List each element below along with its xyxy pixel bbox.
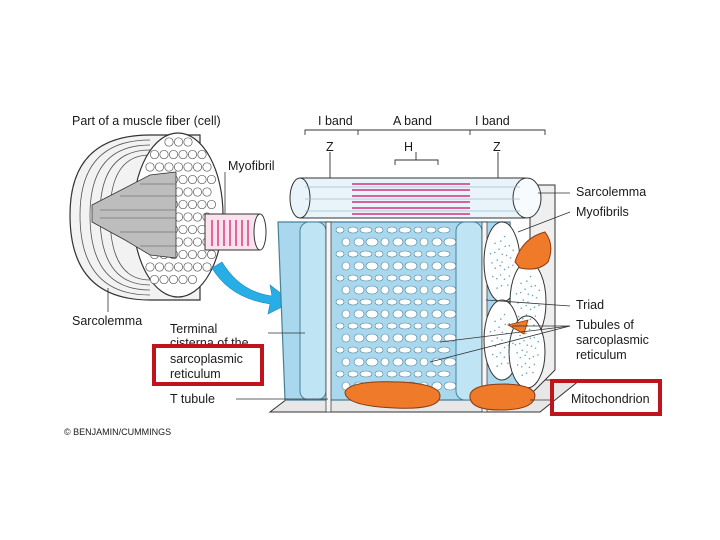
i-band-left-label: I band (318, 114, 353, 128)
i-band-right-label: I band (475, 114, 510, 128)
tubules-sr-line3: reticulum (576, 348, 627, 362)
sarcoplasmic-label: sarcoplasmic (170, 352, 243, 366)
reticulum-label: reticulum (170, 367, 221, 381)
muscle-fiber-illustration (69, 132, 267, 312)
myofilament-dots (489, 235, 540, 376)
sarcolemma-right-label: Sarcolemma (576, 185, 647, 199)
z-left-label: Z (326, 140, 334, 154)
mitochondrion-label: Mitochondrion (571, 392, 650, 406)
z-right-label: Z (493, 140, 501, 154)
sarcolemma-left-label: Sarcolemma (72, 314, 143, 328)
sarcomere-section (236, 129, 582, 413)
a-band-label: A band (393, 114, 432, 128)
part-of-fiber-label: Part of a muscle fiber (cell) (72, 114, 221, 128)
tubules-sr-line2: sarcoplasmic (576, 333, 649, 347)
terminal-cisterna-line1: Terminal (170, 322, 218, 336)
t-tubule-label: T tubule (170, 392, 215, 406)
sr-network-holes (335, 226, 457, 391)
tubules-sr-line1: Tubules of (576, 318, 634, 332)
triad-label: Triad (576, 298, 605, 312)
copyright-label: © BENJAMIN/CUMMINGS (64, 427, 172, 437)
myofibrils-label: Myofibrils (576, 205, 629, 219)
mitochondrion-highlight (550, 379, 662, 416)
zoom-arrow (211, 261, 293, 315)
terminal-cisterna-line2: cisterna of the (170, 336, 249, 346)
sarcoplasmic-reticulum-highlight (152, 344, 264, 386)
h-zone-label: H (404, 140, 414, 154)
myofibril-label: Myofibril (228, 159, 275, 173)
